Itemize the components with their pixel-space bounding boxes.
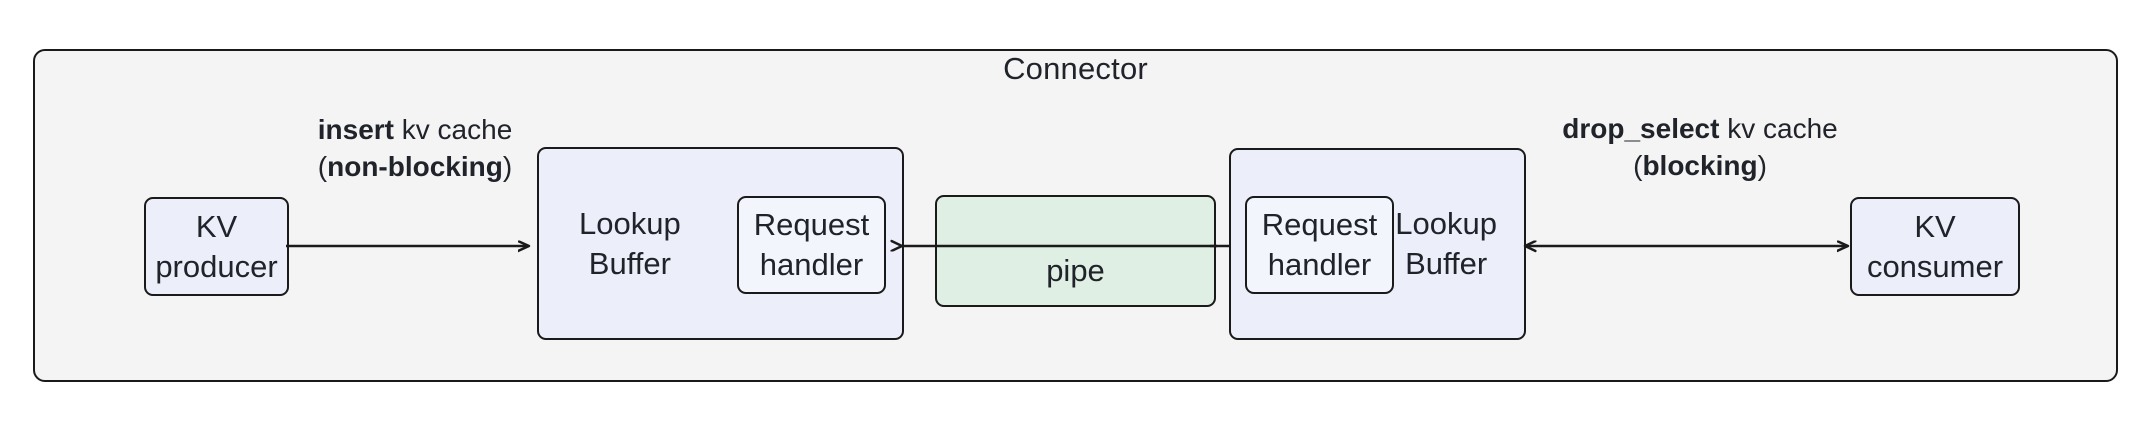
lookup-buffer-left-line1: Lookup	[579, 205, 681, 241]
node-kv-producer[interactable]: KV producer	[144, 197, 289, 296]
lookup-buffer-left-line2: Buffer	[588, 245, 671, 281]
connector-title: Connector	[1003, 51, 1148, 86]
insert-paren-close: )	[502, 151, 513, 183]
kv-consumer-line1: KV	[1914, 208, 1956, 244]
node-request-handler-right[interactable]: Request handler	[1245, 196, 1394, 294]
kv-consumer-label: KV consumer	[1867, 207, 2003, 286]
drop-select-paren-open: (	[1633, 150, 1643, 182]
kv-producer-label: KV producer	[155, 207, 277, 286]
lookup-buffer-right-label: Lookup Buffer	[1395, 204, 1497, 283]
drop-select-rest: kv cache	[1719, 113, 1838, 144]
lookup-buffer-right-line1: Lookup	[1395, 206, 1497, 242]
drop-select-paren-close: )	[1757, 150, 1767, 182]
arrow-drop-select	[1522, 226, 1854, 266]
arrow-insert	[286, 226, 546, 266]
node-kv-consumer[interactable]: KV consumer	[1850, 197, 2020, 296]
pipe-label: pipe	[1046, 253, 1105, 289]
request-handler-right-line2: handler	[1267, 247, 1372, 282]
edge-label-drop-select: drop_select kv cache (blocking)	[1520, 110, 1880, 184]
insert-rest: kv cache	[393, 114, 513, 145]
edge-label-drop-select-line1: drop_select kv cache	[1520, 110, 1880, 147]
insert-keyword: insert	[317, 114, 394, 145]
drop-select-keyword: drop_select	[1562, 113, 1720, 144]
request-handler-left-line2: handler	[759, 247, 864, 282]
edge-label-insert-line2: (non-blocking)	[245, 148, 585, 185]
node-pipe[interactable]: pipe	[935, 195, 1216, 307]
insert-mode: non-blocking	[327, 151, 503, 183]
kv-producer-line2: producer	[155, 248, 278, 284]
node-request-handler-left[interactable]: Request handler	[737, 196, 886, 294]
lookup-buffer-right-line2: Buffer	[1405, 246, 1488, 281]
drop-select-mode: blocking	[1642, 150, 1758, 182]
edge-label-insert: insert kv cache (non-blocking)	[245, 111, 585, 185]
request-handler-right-line1: Request	[1261, 207, 1378, 243]
kv-consumer-line2: consumer	[1866, 248, 2004, 284]
request-handler-left-label: Request handler	[754, 205, 869, 284]
edge-label-insert-line1: insert kv cache	[245, 111, 585, 148]
insert-paren-open: (	[317, 151, 328, 183]
request-handler-right-label: Request handler	[1262, 205, 1377, 284]
edge-label-drop-select-line2: (blocking)	[1520, 147, 1880, 184]
kv-producer-line1: KV	[195, 208, 238, 244]
lookup-buffer-left-label: Lookup Buffer	[579, 204, 681, 283]
request-handler-left-line1: Request	[753, 207, 870, 243]
pipe-through-line	[935, 244, 1217, 248]
